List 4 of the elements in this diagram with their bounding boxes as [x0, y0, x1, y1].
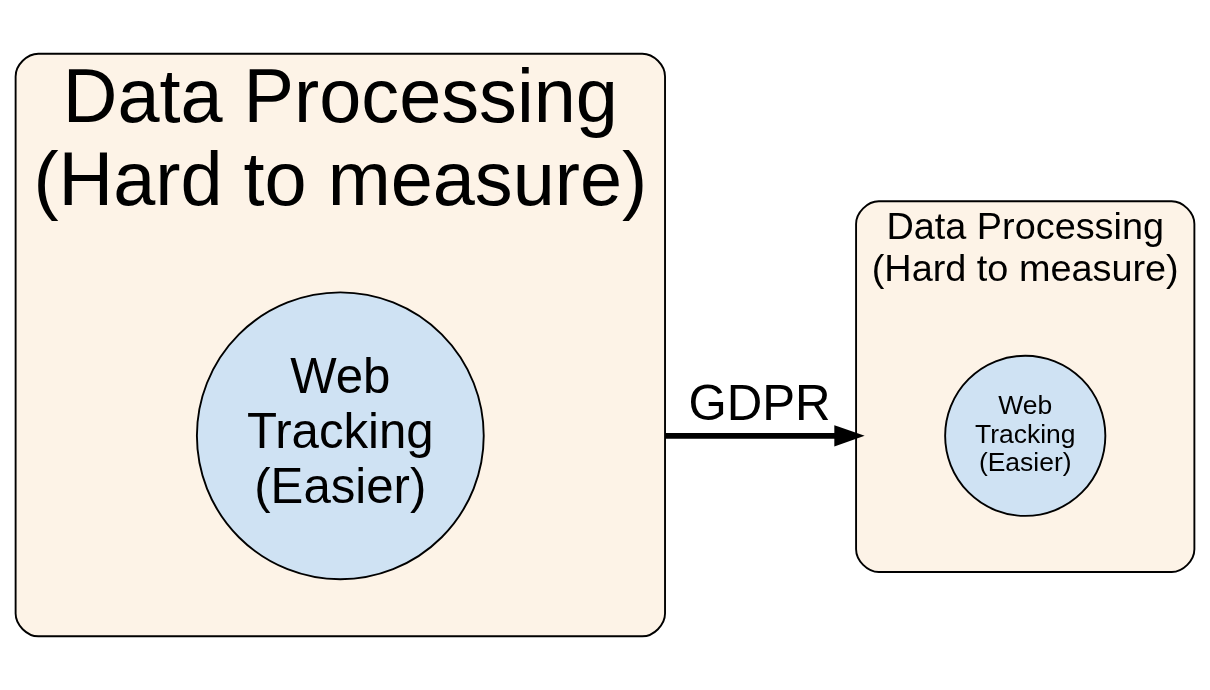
edge-label: GDPR [688, 375, 831, 431]
node-circle: Web Tracking (Easier) [195, 291, 485, 581]
node-circle: Web Tracking (Easier) [944, 354, 1107, 517]
arrow [665, 425, 865, 447]
